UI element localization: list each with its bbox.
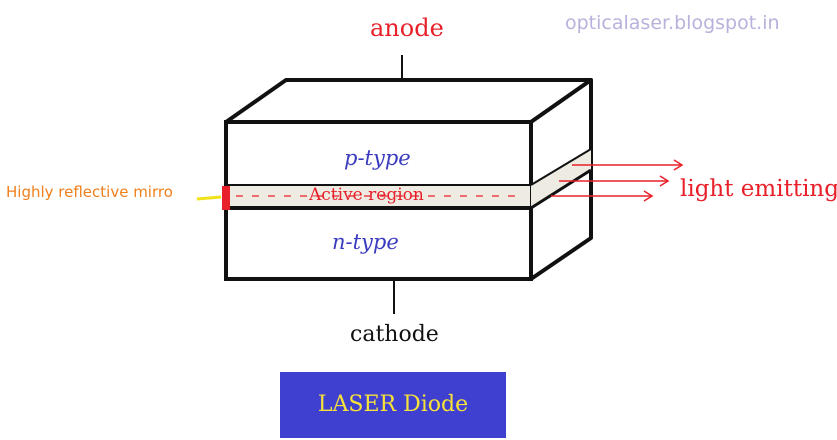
light-arrow-3-head <box>643 190 654 202</box>
active-region-band <box>228 185 530 208</box>
active-region-label: Active region <box>309 185 424 205</box>
mirror-label: Highly reflective mirro <box>6 183 173 201</box>
mirror-mark <box>222 186 230 210</box>
cathode-label: cathode <box>350 322 439 347</box>
active-region-side-band <box>531 149 591 208</box>
active-side-bottom-edge <box>530 168 592 210</box>
light-arrow-1-head <box>673 159 684 171</box>
light-arrows <box>551 159 684 202</box>
light-emitting-label: light emitting <box>680 176 837 202</box>
diagram-title: LASER Diode <box>317 392 469 417</box>
active-side-top-edge <box>530 148 592 186</box>
mirror-pointer <box>196 195 222 201</box>
light-arrow-2-head <box>659 175 670 187</box>
p-type-label: p-type <box>344 146 411 170</box>
watermark: opticalaser.blogspot.in <box>565 12 780 34</box>
anode-label: anode <box>370 14 444 42</box>
n-type-label: n-type <box>332 230 399 254</box>
block-top-face <box>224 78 593 124</box>
title-box: LASER Diode <box>280 372 506 438</box>
